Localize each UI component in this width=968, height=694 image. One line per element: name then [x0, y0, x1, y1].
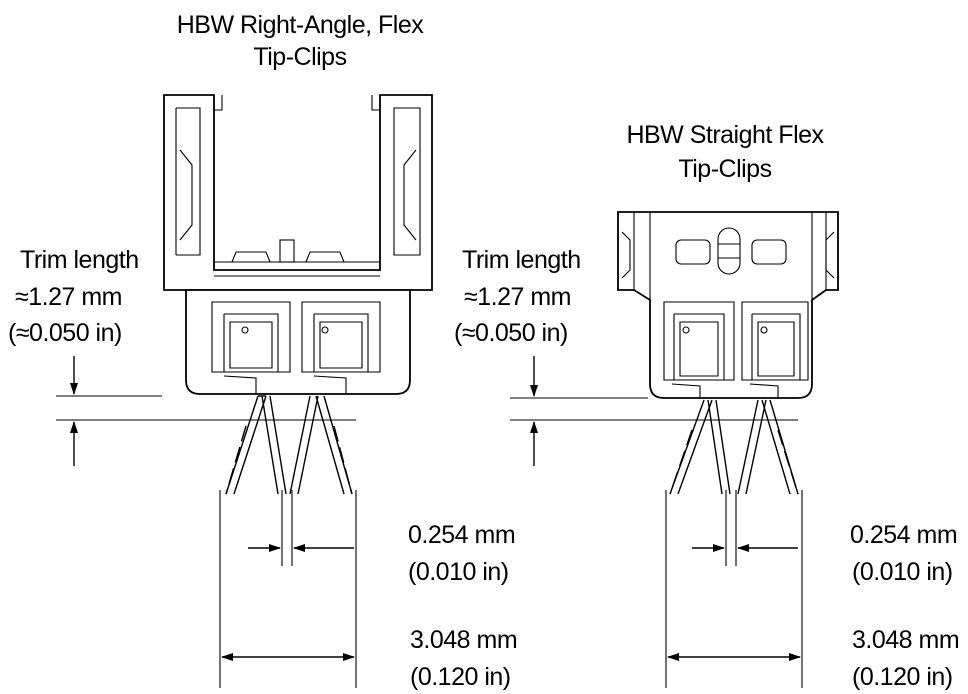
right-gap-mm: 0.254 mm [850, 521, 958, 549]
right-trim-mm: ≈1.27 mm [464, 283, 571, 311]
right-span-mm: 3.048 mm [852, 626, 960, 654]
right-title-line2: Tip-Clips [678, 155, 772, 183]
left-trim-mm: ≈1.27 mm [15, 283, 122, 311]
left-title-line1: HBW Right-Angle, Flex [176, 11, 424, 39]
left-trim-in: (≈0.050 in) [8, 319, 122, 347]
right-trim-in: (≈0.050 in) [454, 319, 568, 347]
right-trim-label: Trim length [462, 246, 581, 274]
left-title-line2: Tip-Clips [253, 43, 347, 71]
left-trim-label: Trim length [20, 246, 139, 274]
right-title-line1: HBW Straight Flex [626, 121, 824, 149]
right-span-in: (0.120 in) [852, 663, 953, 691]
right-gap-in: (0.010 in) [852, 558, 953, 586]
left-gap-in: (0.010 in) [408, 558, 509, 586]
right-angle-tip-clip-drawing [56, 94, 433, 688]
left-span-mm: 3.048 mm [410, 626, 518, 654]
straight-tip-clip-drawing [510, 211, 839, 688]
left-gap-mm: 0.254 mm [408, 521, 516, 549]
left-span-in: (0.120 in) [410, 663, 511, 691]
